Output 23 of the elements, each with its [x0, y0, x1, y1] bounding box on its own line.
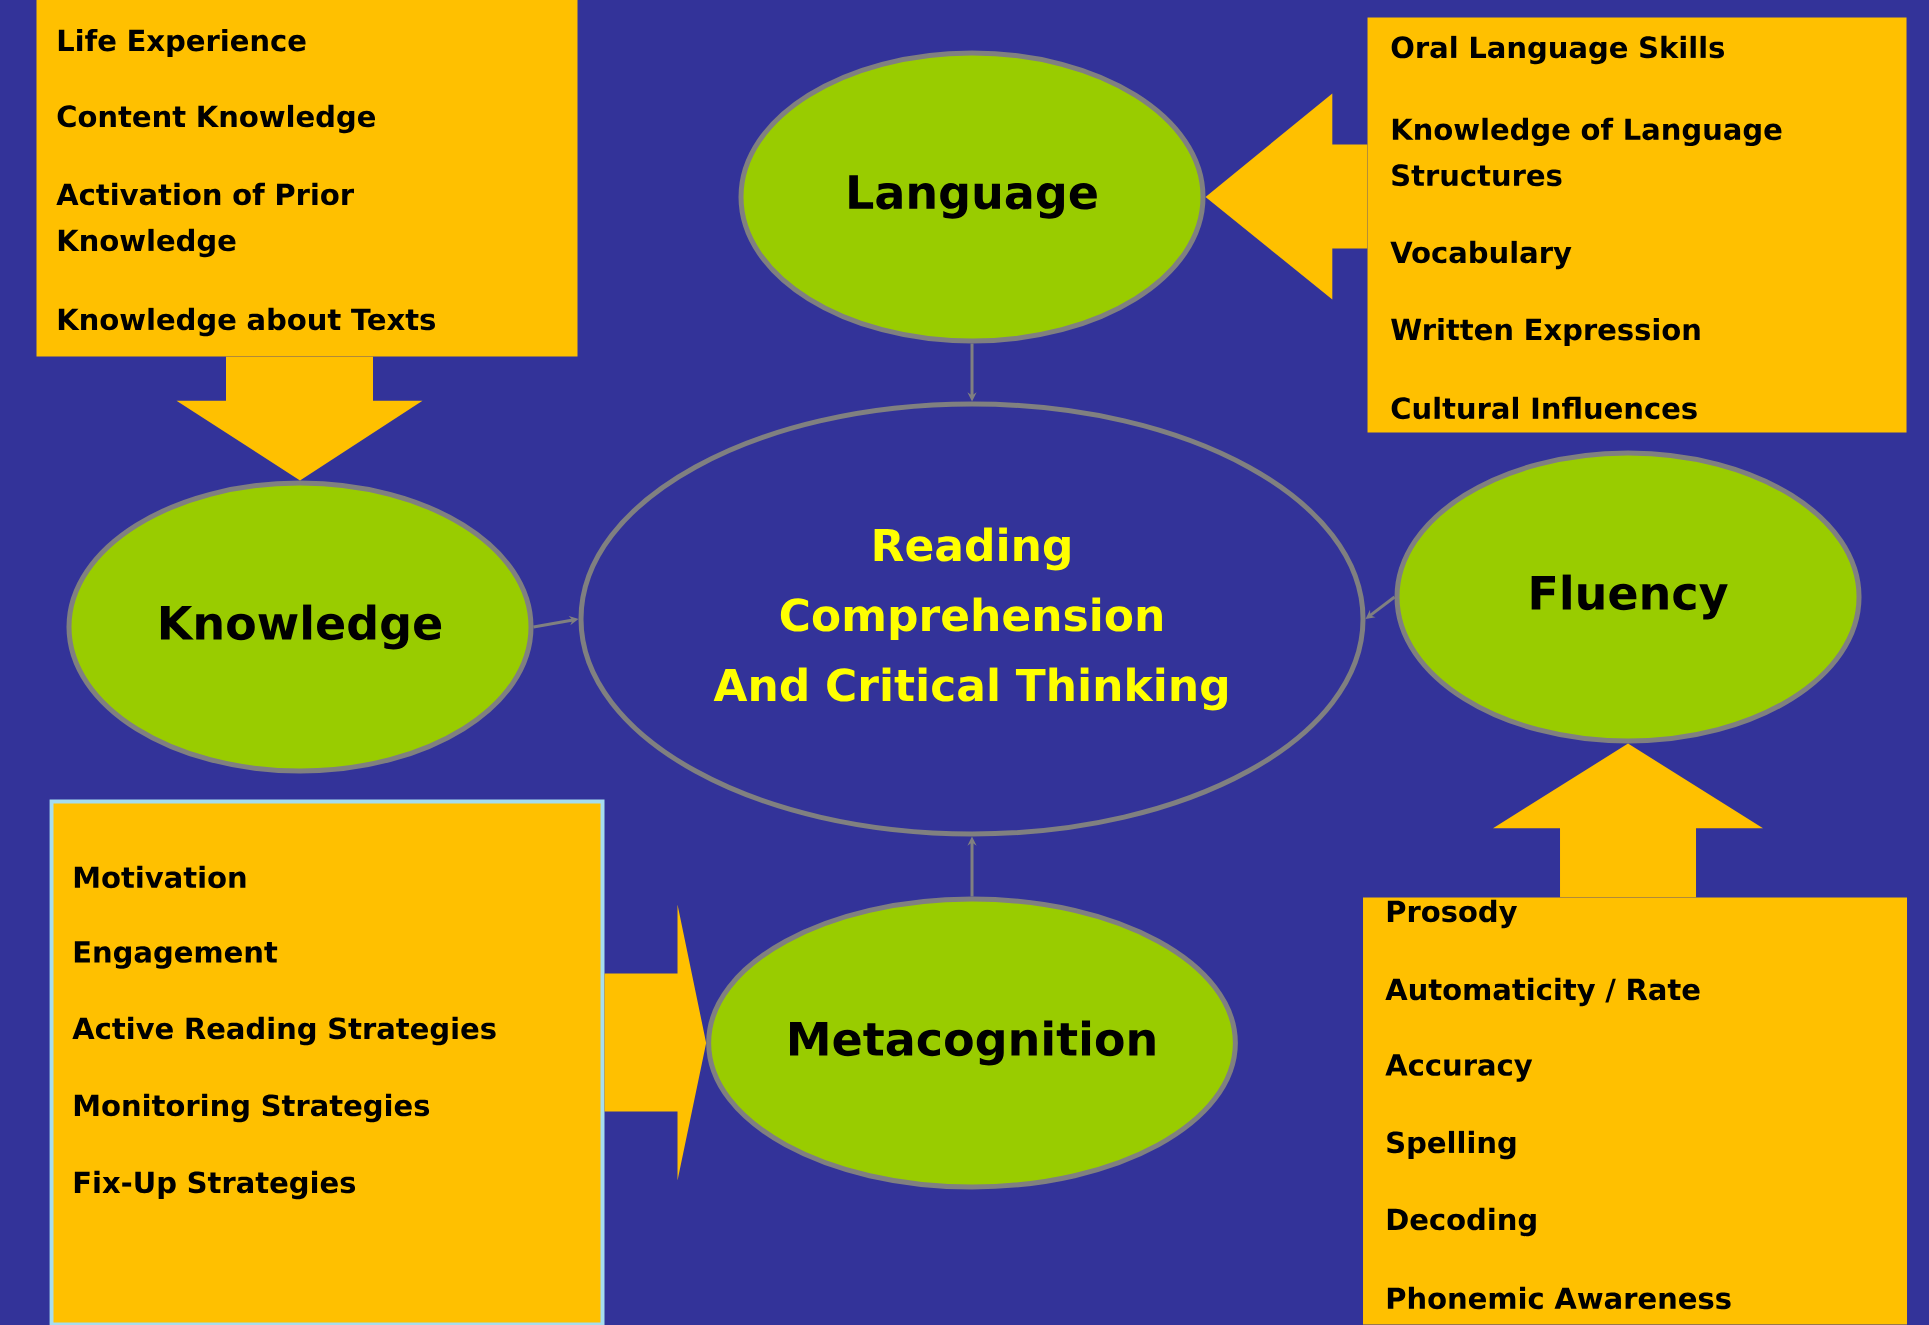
list-item: Fix-Up Strategies — [74, 1170, 356, 1200]
list-item: Prosody — [1387, 899, 1517, 929]
list-item: Engagement — [74, 941, 278, 969]
list-item: Motivation — [74, 865, 246, 889]
list-item: Cultural Influences — [1391, 396, 1697, 420]
list-item: Vocabulary — [1390, 240, 1572, 270]
block-arrow — [1493, 743, 1764, 898]
block-arrow — [1205, 93, 1368, 300]
list-item: Spelling — [1387, 1130, 1516, 1160]
list-item: Content Knowledge — [57, 104, 375, 134]
list-item: Active Reading Strategies — [72, 1016, 496, 1046]
list-item: Written Expression — [1391, 317, 1700, 347]
list-item: Accuracy — [1385, 1054, 1533, 1082]
list-item: Phonemic Awareness — [1387, 1286, 1731, 1310]
list-item: Knowledge of Language Structures — [1392, 117, 1782, 187]
list-item: Decoding — [1387, 1207, 1536, 1237]
list-item: Knowledge about Texts — [58, 307, 435, 337]
list-item: Oral Language Skills — [1391, 35, 1724, 65]
list-item: Life Experience — [58, 28, 306, 58]
list-item: Activation of Prior Knowledge — [56, 182, 354, 258]
list-item: Monitoring Strategies — [74, 1093, 430, 1123]
list-item: Automaticity / Rate — [1385, 977, 1700, 1007]
block-arrow — [176, 356, 423, 481]
